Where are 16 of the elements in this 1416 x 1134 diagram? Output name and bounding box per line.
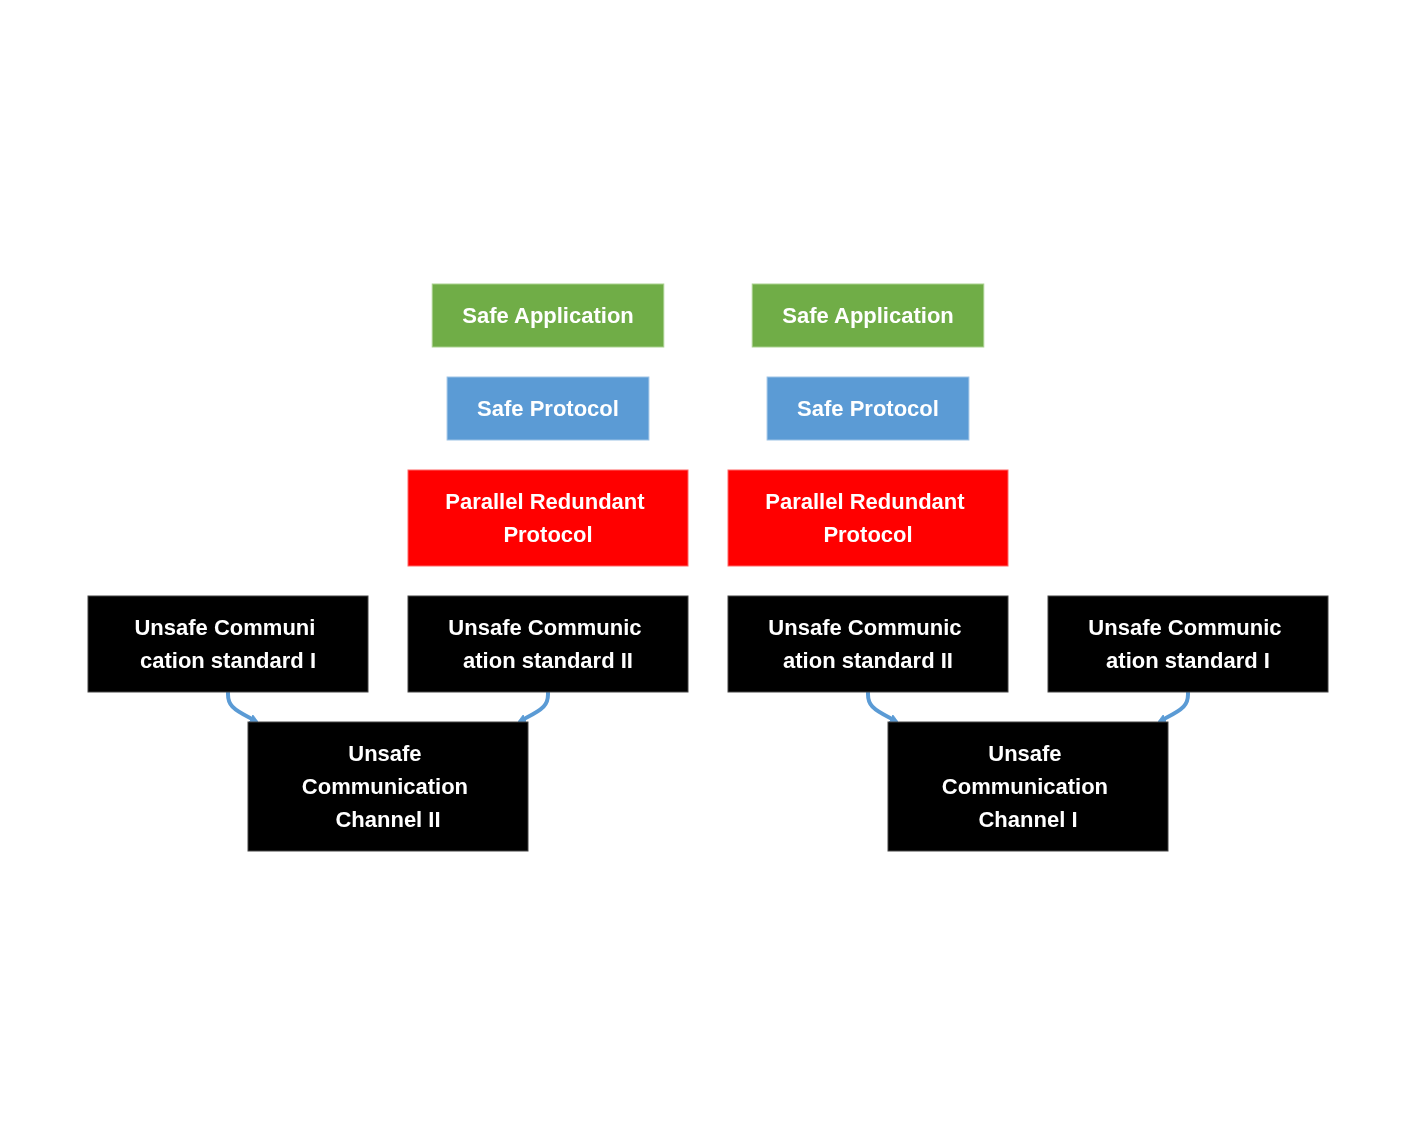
node-box: Unsafe Communication Channel II [247,721,529,851]
node-box: Parallel Redundant Protocol [727,469,1009,566]
node-box: Unsafe Communic ation standard I [1047,595,1329,692]
arrow [1157,691,1190,722]
node-box: Unsafe Communi cation standard I [87,595,369,692]
node-box: Unsafe Communic ation standard II [727,595,1009,692]
node-box: Safe Application [431,283,665,347]
arrow [517,691,550,722]
node-box: Parallel Redundant Protocol [407,469,689,566]
node-box: Safe Protocol [446,376,650,440]
node-box: Safe Protocol [766,376,970,440]
node-box: Unsafe Communic ation standard II [407,595,689,692]
arrow [866,691,899,722]
arrow [226,691,259,722]
node-box: Unsafe Communication Channel I [887,721,1169,851]
node-box: Safe Application [751,283,985,347]
